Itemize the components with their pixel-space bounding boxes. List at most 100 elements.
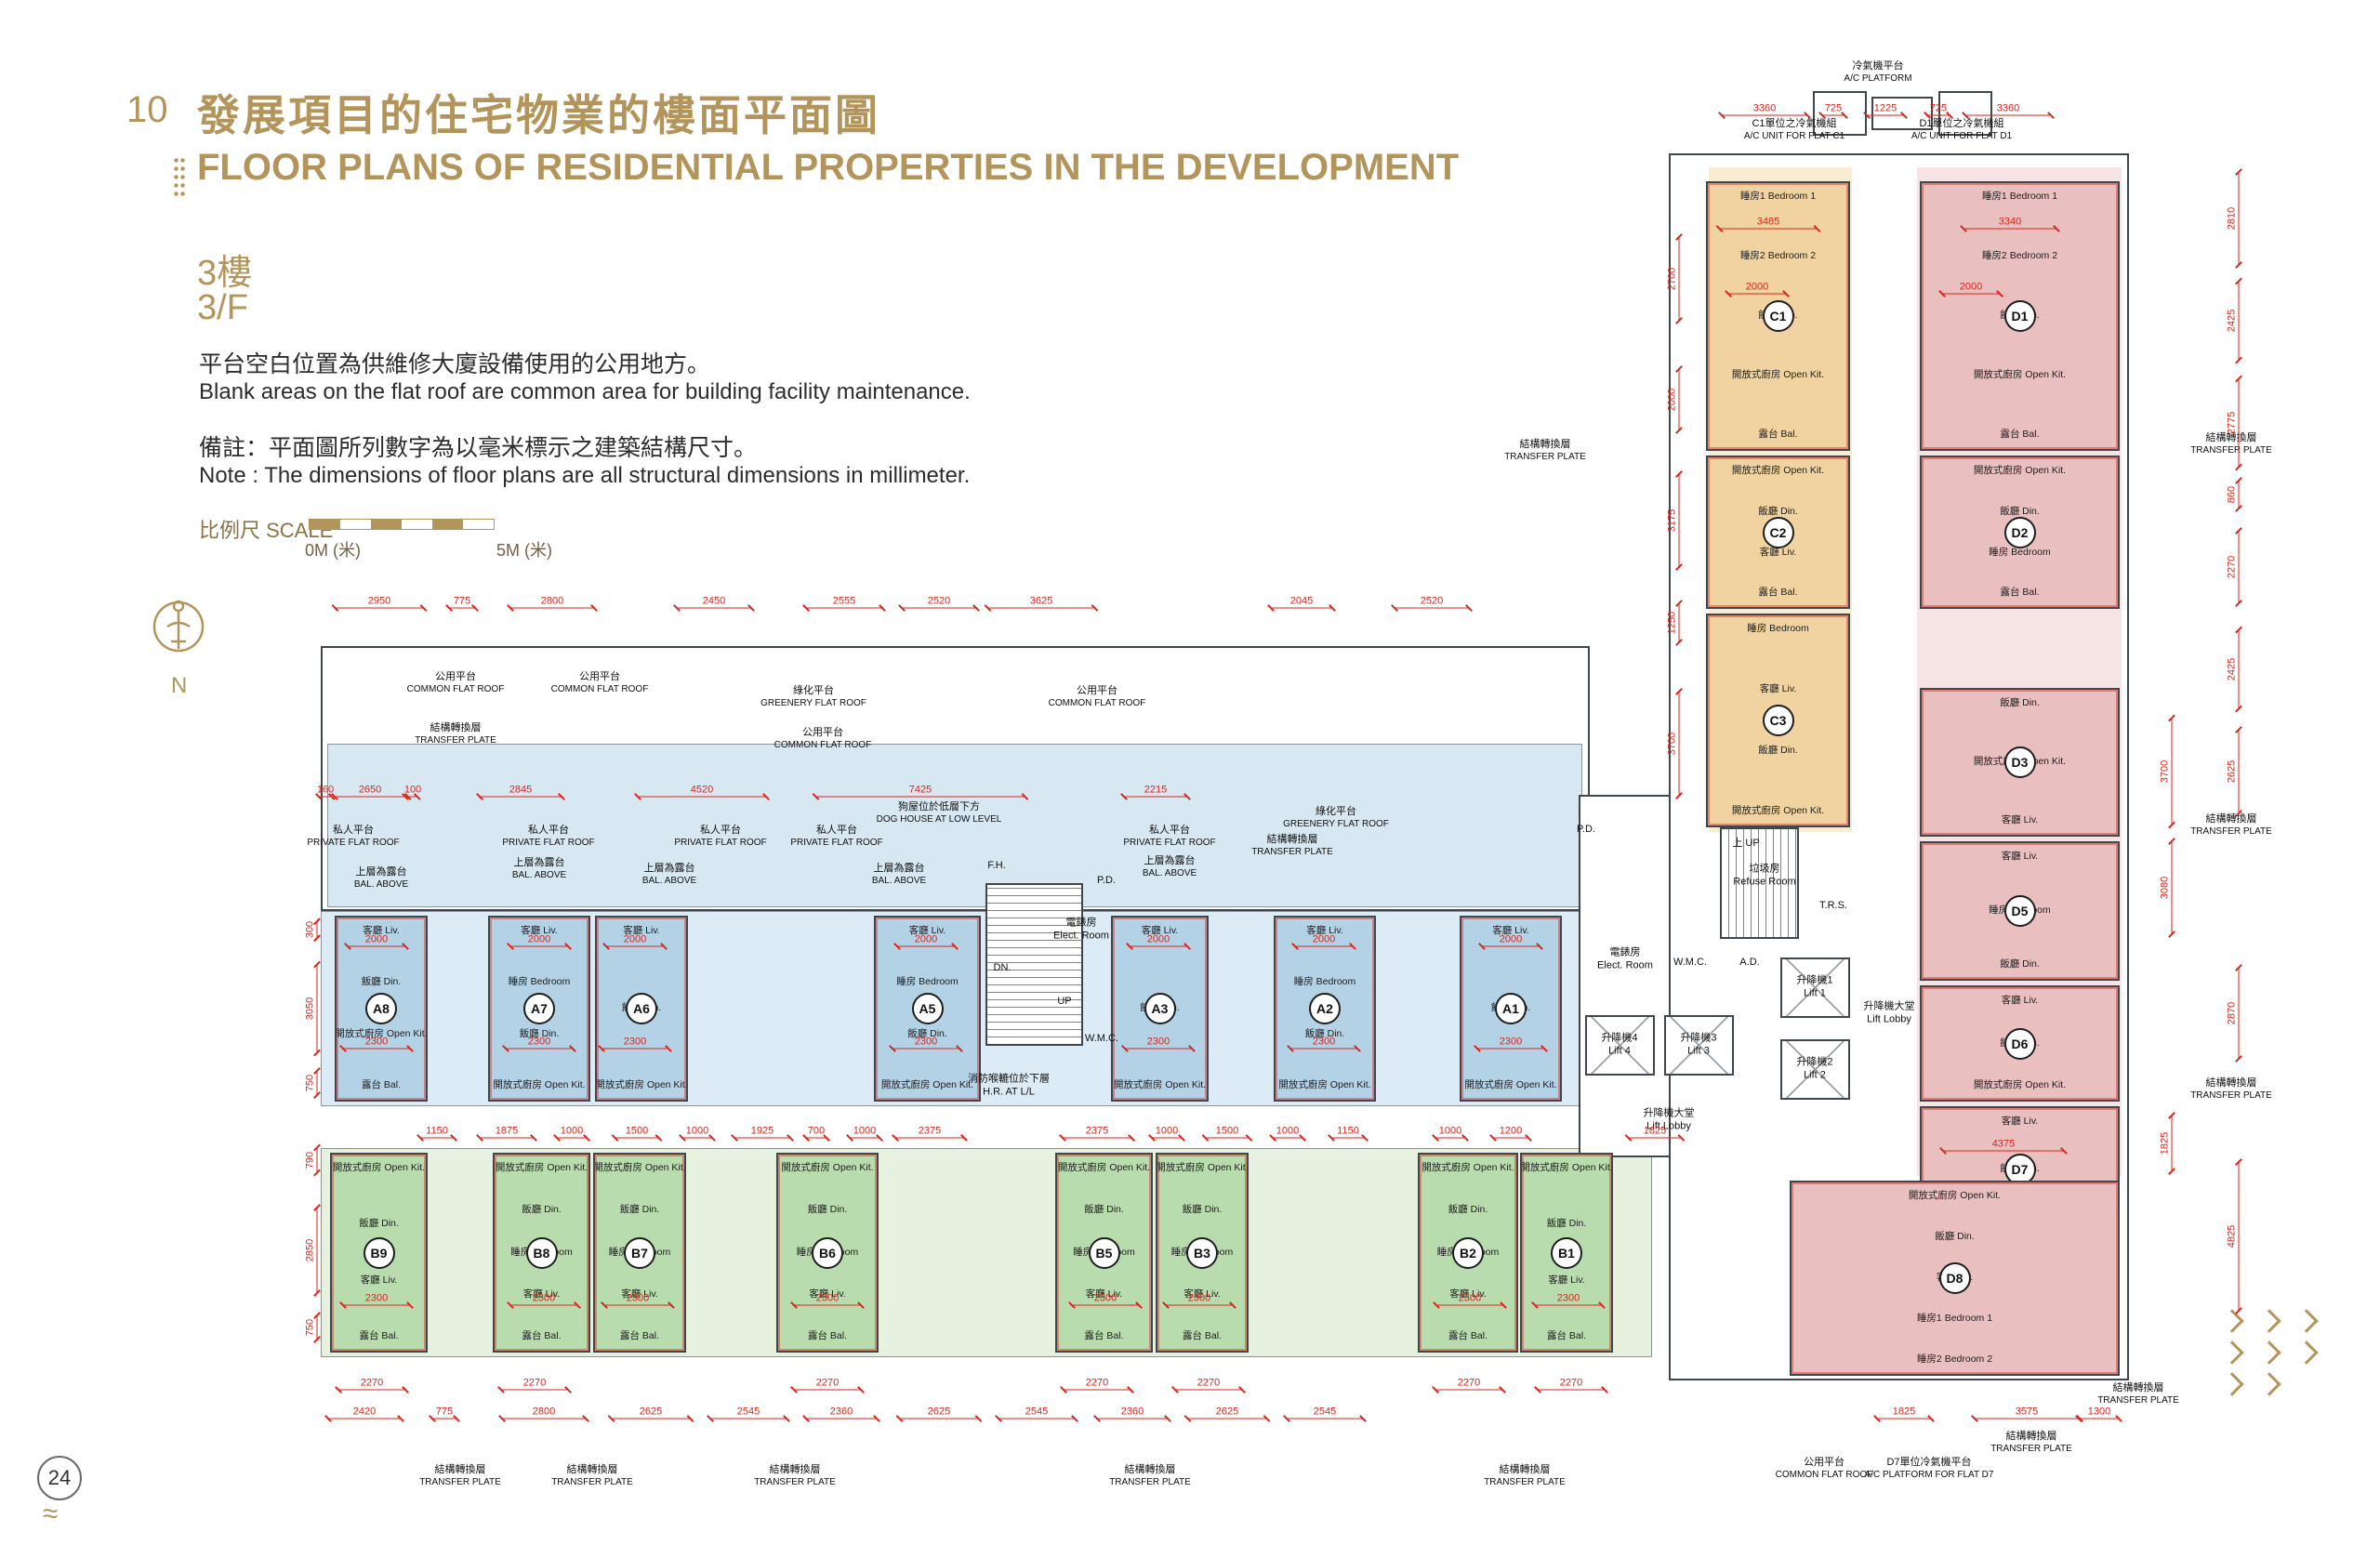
- annotation-en: TRANSFER PLATE: [551, 1476, 633, 1487]
- dimension-value: 3485: [1756, 216, 1780, 228]
- annotation-en: COMMON FLAT ROOF: [406, 683, 505, 694]
- annotation-en: PRIVATE FLAT ROOF: [502, 837, 595, 848]
- dimension-value: 2775: [2226, 411, 2238, 435]
- annotation-en: COMMON FLAT ROOF: [774, 739, 872, 750]
- dimension-label: 300: [305, 921, 318, 938]
- dimension-line: [2238, 531, 2240, 603]
- note-flat-roof-english: Blank areas on the flat roof are common …: [199, 379, 971, 404]
- dimension-value: 3050: [304, 997, 316, 1021]
- dimension-label: 2300: [510, 1293, 577, 1306]
- room-label: 客廳 Liv.: [1085, 1288, 1123, 1300]
- dimension-label: 2545: [710, 1406, 787, 1420]
- dimension-line: [1628, 1137, 1682, 1139]
- unit-label-b3: B3: [1186, 1236, 1218, 1269]
- annotation-en: COMMON FLAT ROOF: [550, 683, 649, 694]
- dimension-value: 1000: [1438, 1125, 1462, 1137]
- dimension-line: [480, 1137, 534, 1139]
- dimension-label: 4825: [2227, 1162, 2240, 1311]
- dimension-line: [1436, 1304, 1503, 1306]
- dimension-label: 3575: [1975, 1406, 2079, 1420]
- dimension-label: 2000: [1728, 282, 1786, 295]
- dimension-value: 3625: [1029, 595, 1053, 607]
- dimension-line: [2171, 1116, 2173, 1171]
- core-room-label: 升降機4 Lift 4: [1601, 1032, 1638, 1056]
- room-label: 睡房1 Bedroom 1: [1916, 1313, 1993, 1325]
- room-label: 客廳 Liv.: [1183, 1288, 1221, 1300]
- dimension-value: 1500: [625, 1125, 649, 1137]
- unit-label-a1: A1: [1495, 993, 1527, 1024]
- unit-rooms: 客廳 Liv.飯廳 Din.開放式廚房 Open Kit.露台 Bal.: [337, 918, 426, 1100]
- annotation-en: BAL. ABOVE: [641, 875, 697, 886]
- dimension-line: [2238, 481, 2240, 508]
- dimension-label: 2700: [1667, 237, 1680, 321]
- dimension-label: 2300: [343, 1293, 410, 1306]
- annotation-cn: 公用平台: [801, 726, 843, 738]
- floor-label-english: 3/F: [197, 288, 248, 327]
- room-label: 客廳 Liv.: [1449, 1288, 1487, 1300]
- room-label: 客廳 Liv.: [1759, 683, 1797, 695]
- unit-label-b8: B8: [525, 1236, 558, 1269]
- unit-label-a8: A8: [365, 993, 397, 1024]
- dimension-label: 2300: [604, 1293, 671, 1306]
- dimension-label: 3340: [1964, 217, 2056, 230]
- dimension-value: 2425: [2226, 309, 2238, 333]
- dimension-line: [316, 1208, 318, 1293]
- unit-label-a5: A5: [911, 993, 944, 1024]
- dimension-label: 2000: [1667, 369, 1680, 430]
- dimension-value: 2270: [1085, 1377, 1109, 1389]
- annotation-cn: 結構轉換層: [2112, 1381, 2164, 1393]
- room-label: 露台 Bal.: [1084, 1330, 1124, 1342]
- unit-rooms: 開放式廚房 Open Kit.飯廳 Din.客廳 Liv.露台 Bal.: [1522, 1155, 1611, 1351]
- annotation-en: TRANSFER PLATE: [1109, 1476, 1191, 1487]
- dimension-value: 725: [1824, 102, 1843, 114]
- dimension-label: 1825: [1877, 1406, 1931, 1420]
- dimension-label: 2300: [602, 1037, 668, 1050]
- dimension-line: [420, 1137, 454, 1139]
- room-label: 飯廳 Din.: [2000, 697, 2040, 708]
- stairs-core: [1720, 827, 1799, 939]
- page-title-chinese: 發展項目的住宅物業的樓面平面圖: [197, 91, 880, 139]
- room-label: 飯廳 Din.: [1084, 1204, 1124, 1216]
- dimension-line: [2238, 629, 2240, 709]
- room-label: 客廳 Liv.: [360, 1274, 398, 1286]
- room-label: 開放式廚房 Open Kit.: [1113, 1079, 1207, 1091]
- dimension-value: 725: [1929, 102, 1948, 114]
- dimension-label: 2300: [1166, 1293, 1233, 1306]
- dimension-label: 1150: [1331, 1126, 1365, 1139]
- dimension-label: 2000: [1942, 282, 2000, 295]
- dimension-line: [338, 1389, 405, 1391]
- page-number: 24: [37, 1456, 82, 1500]
- annotation-cn: 綠化平台: [1315, 805, 1356, 817]
- dimension-line: [615, 1137, 659, 1139]
- dimension-label: 1825: [1628, 1126, 1682, 1139]
- dimension-label: 2300: [1477, 1037, 1544, 1050]
- dimension-line: [557, 1137, 587, 1139]
- room-label: 開放式廚房 Open Kit.: [1464, 1079, 1557, 1091]
- dimension-line: [1722, 114, 1807, 116]
- annotation-en: COMMON FLAT ROOF: [1775, 1469, 1873, 1480]
- dimension-line: [1166, 1304, 1233, 1306]
- room-label: 開放式廚房 Open Kit.: [332, 1162, 426, 1173]
- dimension-line: [318, 796, 332, 798]
- dimension-label: 2300: [1072, 1293, 1139, 1306]
- dimension-value: 1500: [1215, 1125, 1239, 1137]
- dimension-value: 2300: [527, 1036, 551, 1048]
- dimension-value: 2450: [702, 595, 726, 607]
- dimension-label: 1000: [557, 1126, 587, 1139]
- unit-label-a2: A2: [1309, 993, 1341, 1024]
- dimension-line: [638, 796, 766, 798]
- dimension-line: [806, 1418, 877, 1420]
- dimension-value: 2300: [914, 1036, 938, 1048]
- dimension-line: [1678, 474, 1680, 567]
- unit-label-b7: B7: [624, 1236, 655, 1269]
- annotation-cn: 結構轉換層: [2205, 431, 2257, 443]
